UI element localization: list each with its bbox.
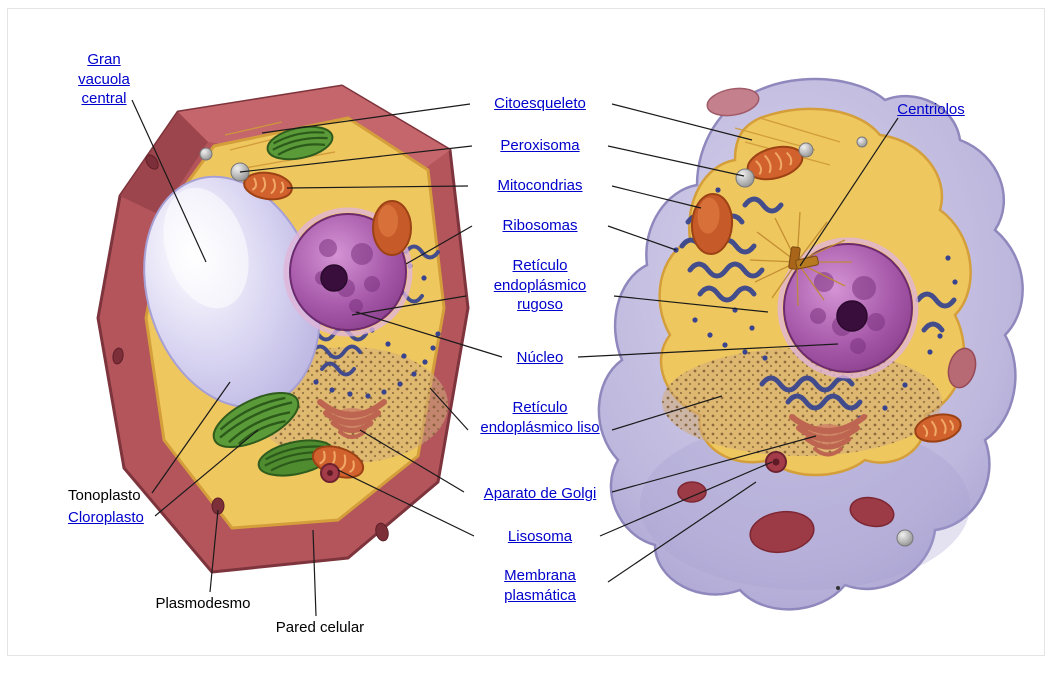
stray-dot: [836, 586, 840, 590]
chloroplast-top: [266, 125, 334, 161]
label-reticulo-endoplasmico-rugoso: Retículo endoplásmico rugoso: [493, 257, 587, 313]
animal-smooth-orange-organelle: [690, 193, 734, 255]
label-ribosomas: Ribosomas: [502, 217, 578, 234]
label-peroxisoma: Peroxisoma: [500, 137, 580, 154]
animal-peroxisome: [735, 168, 755, 188]
animal-peroxisome-2: [798, 142, 814, 158]
animal-golgi: [789, 414, 867, 457]
connector-lines: [131, 99, 899, 617]
label-tonoplasto: Tonoplasto: [68, 487, 141, 504]
animal-smooth-er-region: [662, 348, 942, 456]
plant-golgi: [317, 399, 387, 439]
label-gran-vacuola-central: Gran vacuola central: [78, 51, 130, 107]
plant-lysosome: [320, 463, 340, 483]
cell-wall-shadow: [120, 112, 208, 215]
plant-smooth-orange-organelle: [372, 200, 412, 256]
animal-lysosome: [765, 451, 787, 473]
label-reticulo-endoplasmico-liso: Retículo endoplásmico liso: [480, 399, 600, 436]
animal-cell: [597, 77, 1024, 611]
label-lisosoma: Lisosoma: [507, 528, 573, 545]
label-citoesqueleto: Citoesqueleto: [494, 95, 586, 112]
plant-mitochondrion-top: [243, 171, 293, 201]
membrane-inclusions: [677, 87, 977, 554]
label-aparato-de-golgi: Aparato de Golgi: [483, 485, 597, 502]
animal-peroxisome-3: [856, 136, 868, 148]
label-plasmodesmo: Plasmodesmo: [155, 595, 251, 612]
image-border: [7, 8, 1045, 656]
label-nucleo: Núcleo: [516, 349, 564, 366]
label-cloroplasto: Cloroplasto: [68, 509, 144, 526]
plant-cell: [96, 84, 470, 574]
animal-nucleolus: [836, 300, 868, 332]
chloroplast-bottom-1: [212, 391, 300, 449]
plant-peroxisome-small: [199, 147, 213, 161]
animal-mitochondrion-right: [914, 413, 962, 443]
plasmodesmata-pores: [112, 154, 389, 542]
label-membrana-plasmatica: Membrana plasmática: [504, 567, 576, 604]
animal-vesicle-gray: [896, 529, 914, 547]
label-centriolos: Centriolos: [897, 101, 965, 118]
centrioles: [749, 211, 852, 307]
label-mitocondrias: Mitocondrias: [497, 177, 583, 194]
animal-nucleus: [777, 237, 919, 379]
label-pared-celular: Pared celular: [275, 619, 365, 636]
plant-nucleolus: [320, 264, 348, 292]
central-vacuole: [143, 175, 321, 409]
